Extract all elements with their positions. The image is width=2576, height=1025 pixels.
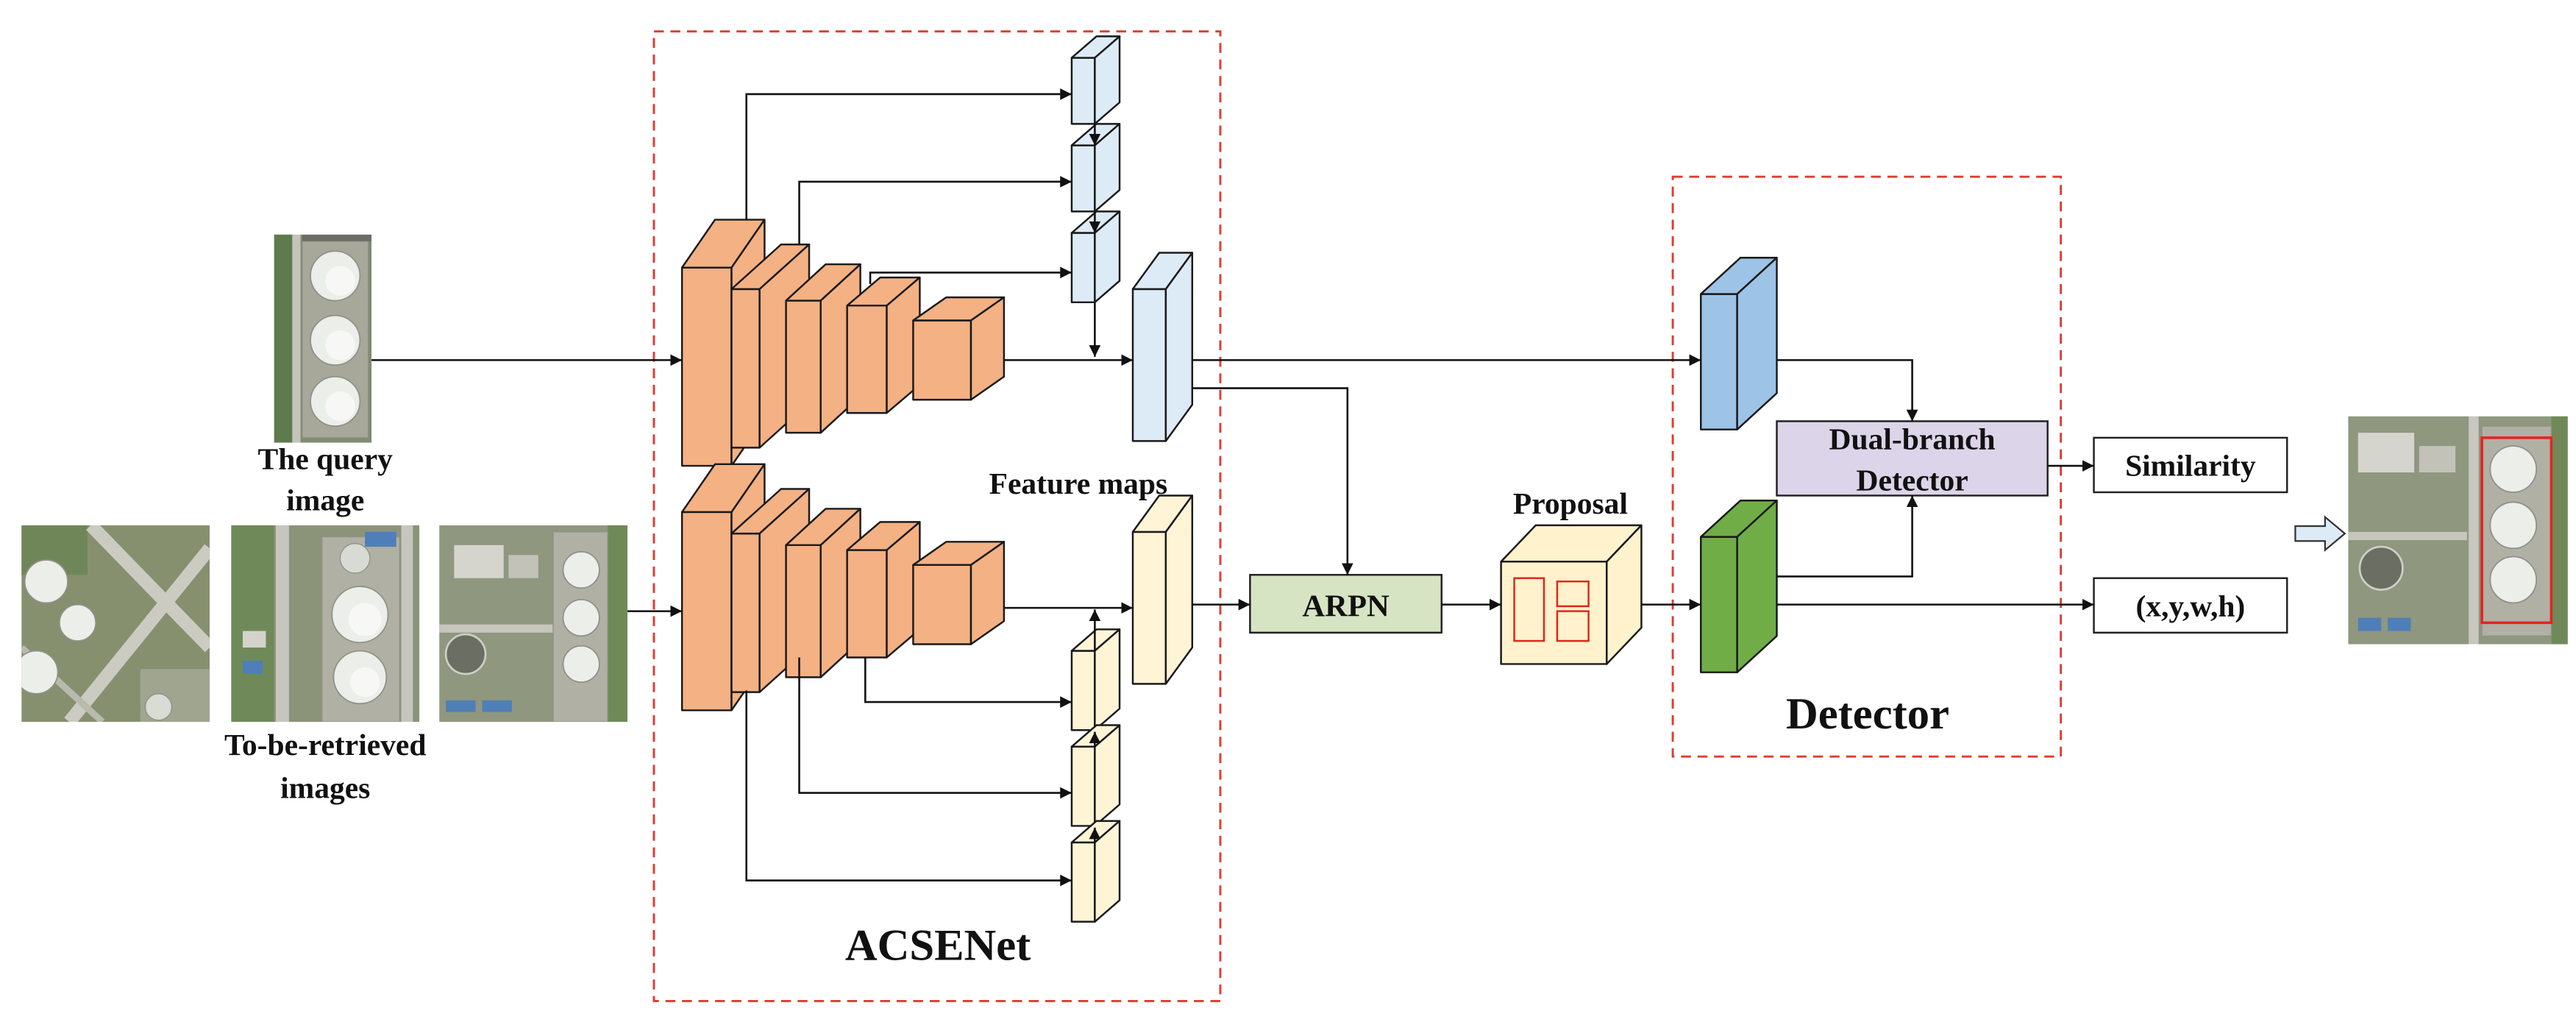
query-fused-feature-map-side [1164,252,1194,442]
query-feature-map-1-side [1094,35,1121,125]
retrieved-feature-map-3 [1070,820,1121,923]
detector-proposal-branch-block-front [1700,536,1738,673]
retrieved-backbone-stage-5 [912,541,1006,645]
dual-branch-detector-box [1776,420,2049,497]
query-backbone-stage-5 [912,296,1006,401]
retrieved-fused-feature-map-front [1131,531,1167,685]
proposal-regions-icon [1513,577,1590,642]
acsenet-module-frame [652,30,1222,1002]
arrow-query-fused-to-arpn [1192,387,1353,575]
arrow-query-skip-1 [745,88,1072,220]
arrow-retrieved-skip-1 [745,690,1072,887]
connector-arrows [371,88,2094,887]
query-backbone-stage-2-front [730,288,761,449]
retrieved-backbone-stage-2-front [730,532,761,693]
dual-branch-label-line1: Dual-branch [1829,422,1996,456]
network-blocks [680,35,1778,923]
query-satellite-image [274,234,372,443]
retrieved-satellite-image-1 [21,525,210,723]
proposal-label: Proposal [1513,486,1628,520]
retrieved-backbone-stage-3-front [785,544,822,678]
retrieved-feature-map-1-front [1070,650,1096,731]
query-feature-map-1 [1070,35,1121,125]
query-backbone-stage-1-front [680,266,733,467]
proposal-cube [1500,524,1643,665]
detector-proposal-branch-block-side [1736,499,1778,673]
retrieved-backbone-stage-5-side [969,541,1006,645]
detector-query-branch-block-front [1700,293,1738,430]
detector-query-branch-block-side [1736,256,1778,430]
retrieved-feature-map-2-side [1094,724,1121,827]
feature-maps-label: Feature maps [989,467,1168,500]
retrieved-satellite-image-3 [439,525,628,723]
detector-proposal-branch-block [1700,499,1778,673]
query-image-label-line2: image [286,483,364,517]
retrieved-fused-feature-map [1131,494,1194,685]
retrieved-images-label-line1: To-be-retrieved [224,728,426,762]
retrieved-backbone-stage-4-front [846,549,888,659]
query-feature-map-3-side [1094,210,1121,304]
query-fused-feature-map-front [1131,288,1167,442]
retrieved-fused-feature-map-side [1164,494,1194,685]
retrieved-feature-map-2-front [1070,745,1096,827]
query-backbone-stage-3-front [785,299,822,434]
retrieved-feature-map-3-front [1070,841,1096,923]
arrow-query-skip-3 [869,266,1072,285]
query-backbone-stage-5-front [912,319,972,401]
retrieved-backbone-stage-4 [846,521,921,659]
query-backbone-stage-4-front [846,305,888,414]
similarity-output-box [2093,436,2288,494]
detector-query-branch-block [1700,256,1778,430]
query-backbone-stage-5-side [969,296,1006,401]
query-feature-map-2-side [1094,123,1121,213]
detected-object-bounding-box [2480,436,2553,625]
detector-title: Detector [1786,689,1949,739]
query-feature-map-3 [1070,210,1121,304]
retrieved-backbone-stage-1-front [680,511,733,712]
similarity-label: Similarity [2125,449,2256,483]
query-feature-map-3-front [1070,232,1096,304]
result-satellite-image [2348,416,2568,645]
result-arrow-icon [2294,515,2346,552]
arrow-query-block-to-dual-branch [1776,359,1918,422]
dual-branch-label-line2: Detector [1857,464,1968,497]
query-image-label-line1: The query [258,442,394,476]
acsenet-title: ACSENet [845,921,1031,970]
retrieved-feature-map-3-side [1094,820,1121,923]
proposal-cube-side [1606,524,1643,665]
query-feature-map-2-front [1070,144,1096,213]
query-fused-feature-map [1131,252,1194,442]
arpn-label: ARPN [1302,589,1390,623]
arrow-query-skip-2 [798,176,1072,245]
retrieved-backbone-stage-5-front [912,564,972,645]
arrow-retrieved-skip-2 [798,657,1072,799]
retrieved-satellite-image-2 [231,525,420,723]
query-feature-map-2 [1070,123,1121,213]
query-feature-map-1-front [1070,57,1096,125]
arrow-proposal-block-to-dual-branch [1776,495,1918,578]
arrow-retrieved-skip-3 [864,657,1072,708]
proposal-cube-front [1500,561,1608,665]
bbox-label: (x,y,w,h) [2135,589,2245,623]
retrieved-feature-map-1-side [1094,628,1121,731]
query-backbone-stage-4 [846,276,921,414]
retrieved-images-label-line2: images [280,770,370,804]
